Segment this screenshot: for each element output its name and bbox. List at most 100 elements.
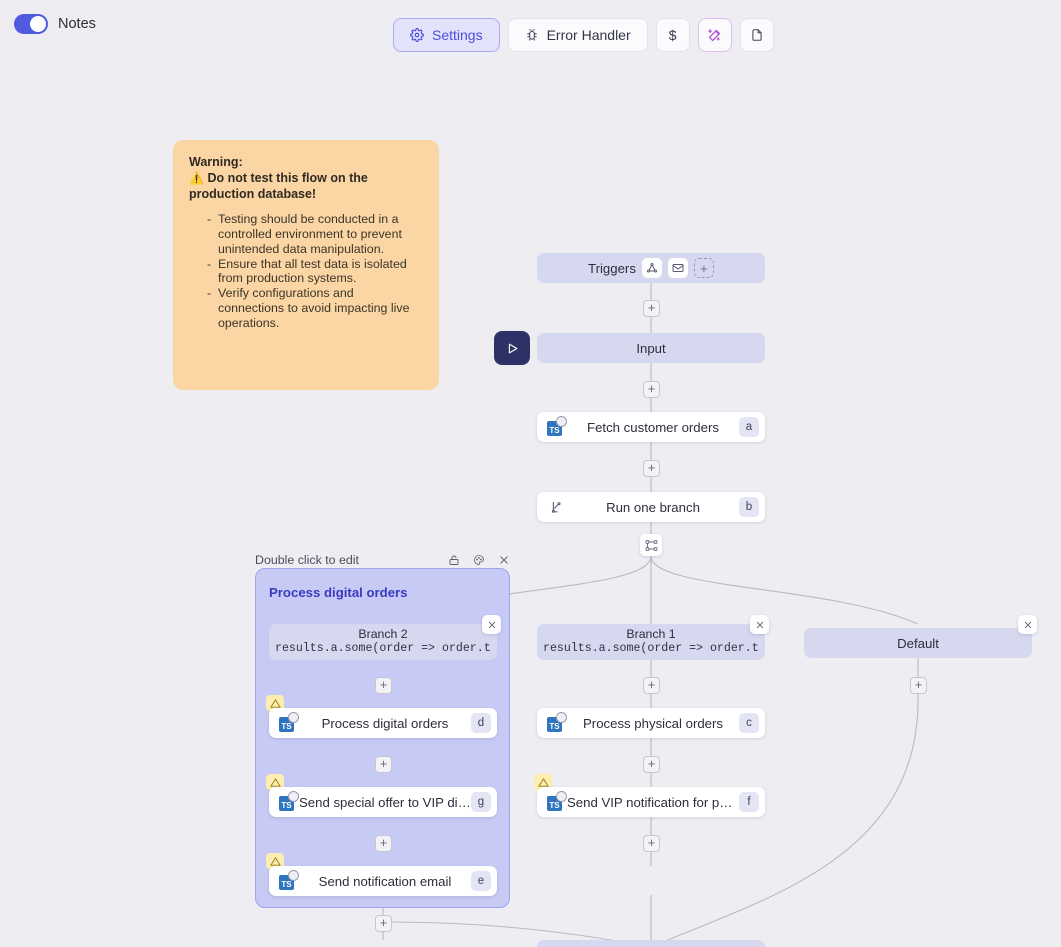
node-letter-badge: f	[739, 792, 759, 812]
settings-label: Settings	[432, 27, 483, 43]
node-send-notification-email[interactable]: TS Send notification email e	[269, 866, 497, 896]
group-container-process-digital-orders[interactable]	[255, 568, 510, 908]
add-node-plus[interactable]: +	[643, 756, 660, 773]
group-hint-label: Double click to edit	[255, 553, 359, 567]
branch-icon	[545, 500, 567, 515]
node-letter-badge: a	[739, 417, 759, 437]
palette-icon[interactable]	[473, 554, 485, 566]
node-label: Run one branch	[606, 499, 700, 515]
gear-icon	[410, 28, 424, 42]
warning-note-card[interactable]: Warning: ⚠️ Do not test this flow on the…	[173, 140, 439, 390]
bottom-partial-node[interactable]	[537, 940, 765, 947]
typescript-icon: TS	[277, 712, 299, 732]
branch-expression: results.a.some(order => order.type	[275, 642, 491, 656]
document-button[interactable]	[739, 18, 774, 52]
email-icon[interactable]	[667, 258, 688, 278]
dollar-icon: $	[668, 27, 677, 43]
add-node-plus[interactable]: +	[910, 677, 927, 694]
node-letter-badge: e	[471, 871, 491, 891]
error-handler-button[interactable]: Error Handler	[507, 18, 648, 52]
note-heading-line1: Warning:	[189, 155, 243, 169]
add-node-plus[interactable]: +	[375, 756, 392, 773]
node-send-special-offer-vip-digital[interactable]: TS Send special offer to VIP digital c..…	[269, 787, 497, 817]
branch-close-button[interactable]	[1018, 615, 1037, 634]
magic-wand-icon	[707, 28, 722, 43]
error-handler-label: Error Handler	[546, 27, 631, 43]
node-fetch-customer-orders[interactable]: TS Fetch customer orders a	[537, 412, 765, 442]
bug-icon	[525, 28, 539, 42]
cost-button[interactable]: $	[655, 18, 690, 52]
node-warning-icon[interactable]	[266, 695, 284, 711]
branch-node-branch-1[interactable]: Branch 1 results.a.some(order => order.t…	[537, 624, 765, 661]
branch-node-branch-2[interactable]: Branch 2 results.a.some(order => order.t…	[269, 624, 497, 661]
typescript-icon: TS	[545, 712, 567, 732]
add-node-plus[interactable]: +	[375, 677, 392, 694]
node-warning-icon[interactable]	[266, 853, 284, 869]
branch-split-icon[interactable]	[640, 534, 662, 556]
warning-emoji: ⚠️	[189, 171, 204, 185]
node-process-digital-orders[interactable]: TS Process digital orders d	[269, 708, 497, 738]
node-send-vip-notification-physical[interactable]: TS Send VIP notification for physical...…	[537, 787, 765, 817]
add-node-plus[interactable]: +	[643, 460, 660, 477]
note-bullet-list: Testing should be conducted in a control…	[207, 212, 423, 330]
node-label: Send VIP notification for physical...	[567, 794, 739, 810]
lock-icon[interactable]	[448, 554, 460, 566]
note-heading-line2: Do not test this flow on the production …	[189, 171, 368, 202]
input-node[interactable]: Input	[537, 333, 765, 363]
branch-close-button[interactable]	[482, 615, 501, 634]
node-letter-badge: d	[471, 713, 491, 733]
typescript-icon: TS	[277, 870, 299, 890]
notes-toggle[interactable]	[14, 14, 48, 34]
node-label: Fetch customer orders	[587, 419, 719, 435]
branch-close-button[interactable]	[750, 615, 769, 634]
note-heading: Warning: ⚠️ Do not test this flow on the…	[189, 154, 423, 202]
settings-button[interactable]: Settings	[393, 18, 500, 52]
triggers-label: Triggers	[588, 260, 636, 276]
list-item: Verify configurations and connections to…	[207, 286, 423, 330]
add-node-plus[interactable]: +	[643, 677, 660, 694]
group-header: Double click to edit	[255, 551, 510, 569]
node-label: Send special offer to VIP digital c...	[299, 794, 471, 810]
node-warning-icon[interactable]	[534, 774, 552, 790]
list-item: Testing should be conducted in a control…	[207, 212, 423, 256]
add-node-plus[interactable]: +	[375, 835, 392, 852]
node-letter-badge: b	[739, 497, 759, 517]
node-run-one-branch[interactable]: Run one branch b	[537, 492, 765, 522]
run-button[interactable]	[494, 331, 530, 365]
branch-name: Branch 1	[626, 627, 676, 641]
toolbar-buttons: Settings Error Handler $	[393, 18, 774, 52]
node-label: Process digital orders	[321, 715, 449, 731]
triggers-node[interactable]: Triggers +	[537, 253, 765, 283]
top-toolbar: Notes Settings Erro	[0, 0, 1061, 60]
add-node-plus[interactable]: +	[643, 381, 660, 398]
toggle-knob	[30, 16, 46, 32]
add-node-plus[interactable]: +	[643, 300, 660, 317]
branch-name: Branch 2	[358, 627, 408, 641]
branch-node-default[interactable]: Default	[804, 628, 1032, 658]
node-letter-badge: g	[471, 792, 491, 812]
node-label: Process physical orders	[583, 715, 723, 731]
node-label: Send notification email	[318, 873, 452, 889]
magic-button[interactable]	[697, 18, 732, 52]
group-title: Process digital orders	[269, 585, 408, 600]
add-node-plus[interactable]: +	[375, 915, 392, 932]
webhook-icon[interactable]	[641, 258, 662, 278]
node-letter-badge: c	[739, 713, 759, 733]
branch-name: Default	[897, 635, 939, 651]
add-trigger-icon[interactable]: +	[693, 258, 714, 278]
notes-toggle-group[interactable]: Notes	[14, 14, 96, 34]
typescript-icon: TS	[545, 416, 567, 436]
node-warning-icon[interactable]	[266, 774, 284, 790]
typescript-icon: TS	[545, 791, 567, 811]
close-icon[interactable]	[498, 554, 510, 566]
add-node-plus[interactable]: +	[643, 835, 660, 852]
input-label: Input	[636, 340, 666, 356]
node-process-physical-orders[interactable]: TS Process physical orders c	[537, 708, 765, 738]
typescript-icon: TS	[277, 791, 299, 811]
notes-label: Notes	[58, 16, 96, 32]
list-item: Ensure that all test data is isolated fr…	[207, 257, 423, 287]
file-icon	[750, 28, 764, 42]
play-icon	[505, 341, 520, 356]
